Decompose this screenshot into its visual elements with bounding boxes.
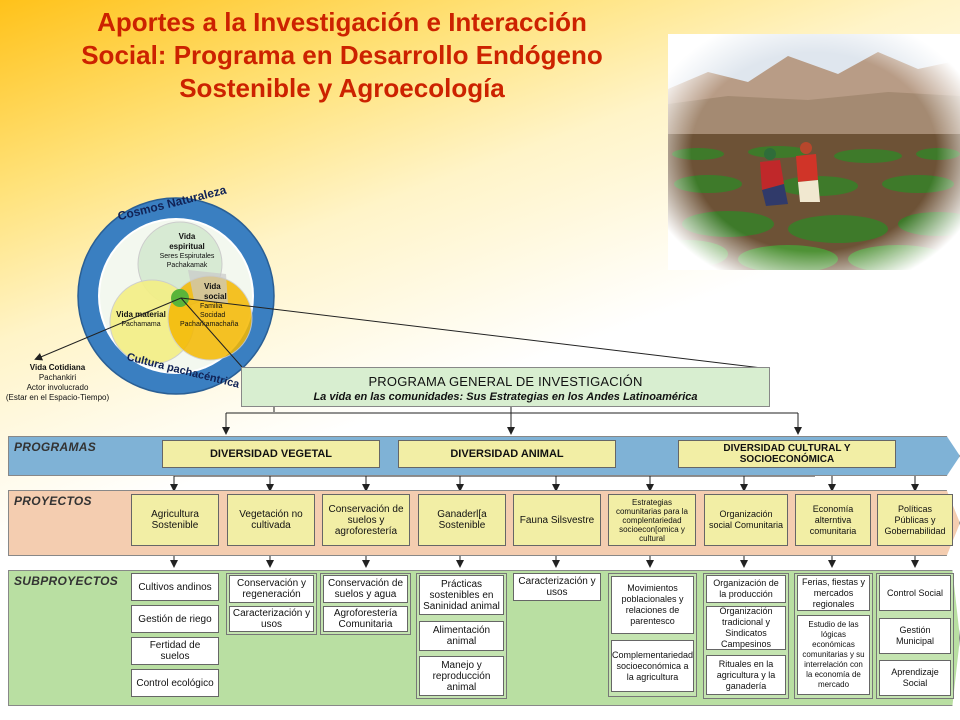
sub-control-social: Control Social [879, 575, 951, 611]
vida-social-label: Vida social Familia Socidad Pacharkamach… [180, 282, 256, 329]
vida-social-line1: Familia [200, 303, 223, 310]
vida-cotidiana-line2: Actor involucrado [26, 383, 89, 392]
vida-cotidiana-title: Vida Cotidiana [29, 363, 86, 372]
sub-movimientos-poblacionales: Movimientos poblacionales y relaciones d… [611, 576, 694, 634]
sub-caracterizacion-usos-veg: Caracterización y usos [229, 606, 314, 632]
vida-espiritual-line2: Pachakamak [166, 262, 208, 269]
programa-general-subtitle: La vida en las comunidades: Sus Estrateg… [313, 391, 698, 403]
proyecto-organizacion-social: Organización social Comunitaria [704, 494, 788, 546]
sub-conservacion-suelos-agua: Conservación de suelos y agua [323, 575, 408, 603]
proyecto-estrategias-comunitarias: Estrategias comunitarias para la complen… [608, 494, 696, 546]
sub-conservacion-regeneracion: Conservación y regeneración [229, 575, 314, 603]
sub-cultivos-andinos: Cultivos andinos [131, 573, 219, 601]
vida-social-title: Vida social [204, 282, 227, 301]
title-line-2: Social: Programa en Desarrollo Endógeno [81, 40, 603, 70]
proyectos-band-label: PROYECTOS [14, 494, 92, 508]
vida-espiritual-line1: Seres Espirutales [159, 253, 215, 260]
vida-espiritual-title: Vida espiritual [169, 232, 205, 251]
cosmos-diagram [77, 197, 275, 395]
title-line-3: Sostenible y Agroecología [179, 73, 505, 103]
proyecto-vegetacion-no-cultivada: Vegetación no cultivada [227, 494, 315, 546]
vida-cotidiana-line1: Pachankiri [38, 373, 77, 382]
programas-band-label: PROGRAMAS [14, 440, 97, 454]
sub-estudio-logicas-economicas: Estudio de las lógicas económicas comuni… [797, 615, 870, 695]
vida-social-line2: Socidad [200, 312, 226, 319]
sub-aprendizaje-social: Aprendizaje Social [879, 660, 951, 696]
proyecto-conservacion-suelos: Conservación de suelos y agroforestería [322, 494, 410, 546]
proyecto-ganaderia-sostenible: Ganaderl[a Sostenible [418, 494, 506, 546]
sub-organizacion-produccion: Organización de la producción [706, 575, 786, 603]
sub-alimentacion-animal: Alimentación animal [419, 621, 504, 651]
sub-ferias-fiestas-mercados: Ferias, fiestas y mercados regionales [797, 575, 870, 611]
sub-control-ecologico: Control ecológico [131, 669, 219, 697]
programa-diversidad-animal: DIVERSIDAD ANIMAL [398, 440, 616, 468]
proyecto-politicas-publicas: Políticas Públicas y Gobernabilidad [877, 494, 953, 546]
programa-diversidad-vegetal: DIVERSIDAD VEGETAL [162, 440, 380, 468]
programa-general-title: PROGRAMA GENERAL DE INVESTIGACIÓN [368, 374, 643, 389]
sub-rituales-agricultura: Rituales en la agricultura y la ganaderí… [706, 655, 786, 695]
programa-diversidad-cultural: DIVERSIDAD CULTURAL Y SOCIOECONÓMICA [678, 440, 896, 468]
proyecto-agricultura-sostenible: Agricultura Sostenible [131, 494, 219, 546]
sub-gestion-municipal: Gestión Municipal [879, 618, 951, 654]
sub-manejo-reproduccion-animal: Manejo y reproducción animal [419, 656, 504, 696]
sub-gestion-riego: Gestión de riego [131, 605, 219, 633]
subproyectos-band-label: SUBPROYECTOS [14, 574, 119, 588]
farm-field-photo [668, 34, 960, 270]
page-title: Aportes a la Investigación e Interacción… [12, 6, 672, 105]
proyecto-fauna-silvestre: Fauna Silsvestre [513, 494, 601, 546]
sub-organizacion-tradicional: Organización tradicional y Sindicatos Ca… [706, 606, 786, 650]
sub-fertilidad-suelos: Fertidad de suelos [131, 637, 219, 665]
title-line-1: Aportes a la Investigación e Interacción [97, 7, 587, 37]
sub-caracterizacion-usos-fauna: Caracterización y usos [513, 573, 601, 601]
vida-espiritual-label: Vida espiritual Seres Espirutales Pachak… [152, 232, 222, 270]
vida-social-line3: Pacharkamachaña [180, 321, 239, 328]
sub-complementariedad-socioeconomica: Complementariedad socioeconómica a la ag… [611, 640, 694, 692]
vida-material-line1: Pachamama [121, 321, 161, 328]
sub-practicas-sanidad-animal: Prácticas sostenibles en Saninidad anima… [419, 575, 504, 615]
sub-agroforesteria-comunitaria: Agroforestería Comunitaria [323, 606, 408, 632]
vida-cotidiana-line3: (Estar en el Espacio-Tiempo) [5, 393, 110, 402]
proyecto-economia-alternativa: Economía alterntiva comunitaria [795, 494, 871, 546]
vida-cotidiana-label: Vida Cotidiana Pachankiri Actor involucr… [0, 363, 115, 403]
programa-general-box: PROGRAMA GENERAL DE INVESTIGACIÓN La vid… [241, 367, 770, 407]
